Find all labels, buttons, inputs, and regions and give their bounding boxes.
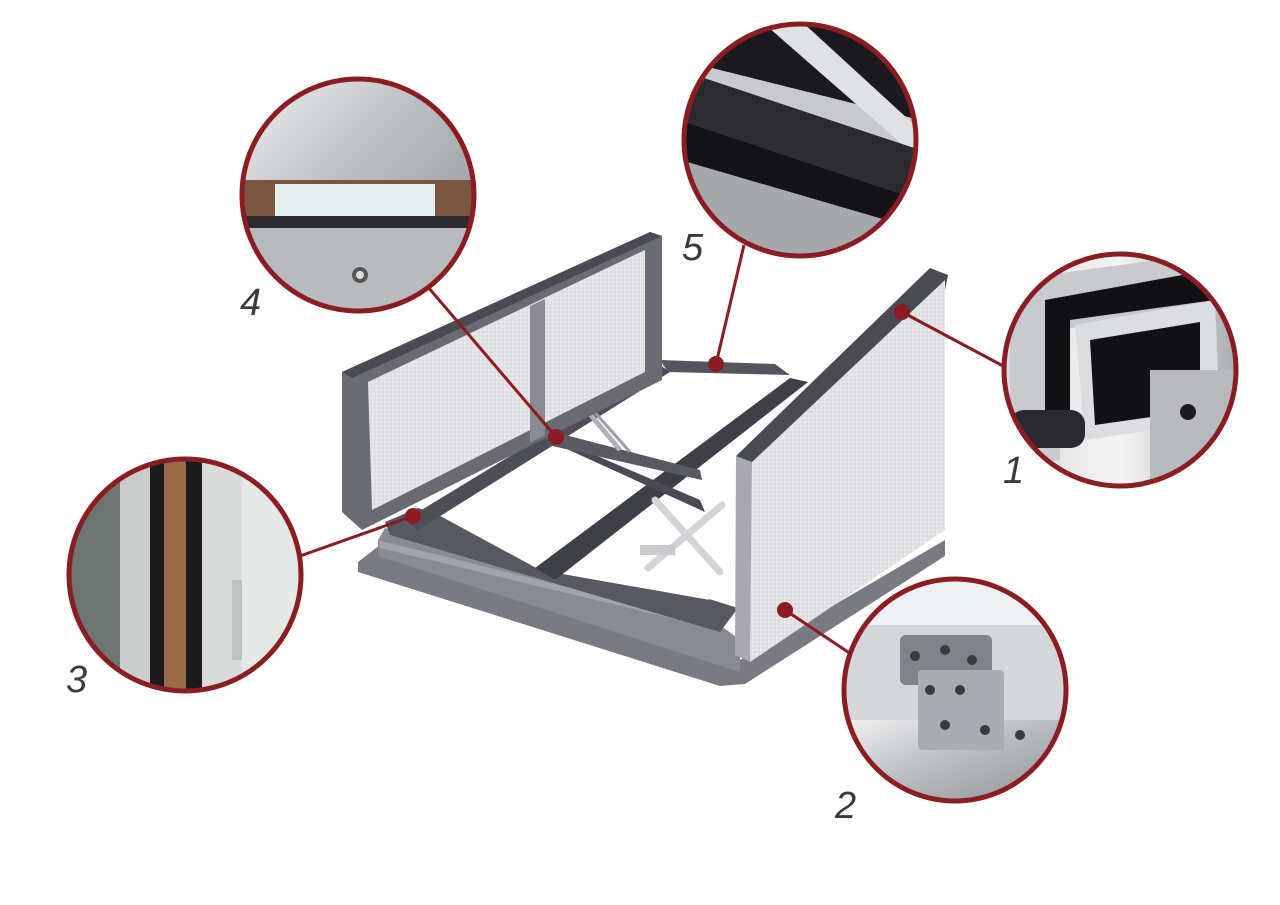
callout-number-5: 5 [682, 227, 704, 269]
right-lid-side [735, 456, 752, 662]
anchor-dots [405, 304, 910, 618]
anchor-dot-1 [894, 304, 910, 320]
hinge-plate-detail [841, 576, 1069, 804]
side-seal-detail [66, 456, 304, 694]
callout-number-4: 4 [240, 282, 261, 324]
curb-flange [358, 540, 945, 686]
detail-ring-3 [66, 456, 304, 694]
leader-2 [784, 608, 861, 662]
detail-ring-1 [1001, 251, 1239, 489]
anchor-dot-3 [405, 508, 421, 524]
leader-5 [714, 244, 746, 365]
insulated-panel-edge-detail [239, 76, 477, 314]
leader-lines [299, 244, 1006, 662]
anchor-dot-4 [548, 429, 564, 445]
callout-number-3: 3 [66, 659, 87, 701]
roof-hatch [342, 232, 948, 686]
leader-1 [901, 310, 1006, 369]
corner-gasket-detail [1001, 251, 1239, 489]
leader-3 [299, 514, 414, 558]
callout-number-2: 2 [834, 785, 856, 827]
anchor-dot-5 [708, 356, 724, 372]
leader-4 [426, 286, 558, 438]
center-mullion [535, 378, 808, 580]
right-lid-edge [736, 268, 948, 468]
detail-ring-4 [239, 76, 477, 314]
detail-ring-2 [841, 576, 1069, 804]
rubber-seal-detail [681, 21, 919, 259]
callout-number-1: 1 [1003, 450, 1024, 492]
curb-back-rail [660, 360, 790, 375]
scissor-lift [644, 496, 726, 576]
right-lid-panel [750, 280, 945, 662]
anchor-dot-2 [777, 602, 793, 618]
detail-ring-5 [681, 21, 919, 259]
